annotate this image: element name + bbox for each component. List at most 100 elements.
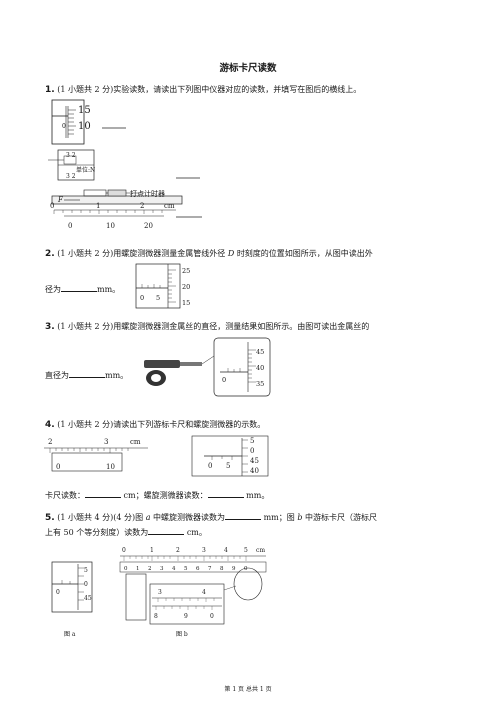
scale-label: 2 — [148, 566, 152, 572]
answer-blank[interactable] — [85, 488, 121, 498]
scale-label: 3 2 — [66, 173, 76, 180]
scale-label: 8 — [154, 613, 158, 620]
q5-fig-a-micrometer: 5 0 45 0 — [51, 561, 93, 613]
scale-label: 3 — [202, 547, 206, 554]
scale-label: 5 — [244, 547, 248, 554]
question-2: 2. (1 小题共 2 分)用螺旋测微器测量金属管线外径 D 时刻度的位置如图所… — [45, 247, 373, 261]
unit-label: cm — [256, 547, 265, 554]
scale-label: 4 — [224, 547, 228, 554]
question-text: 中螺旋测微器读数为 — [153, 513, 226, 522]
page-footer: 第 1 页 总共 1 页 — [224, 686, 272, 693]
question-5-line2: 上有 50 个等分刻度）读数为 cm。 — [45, 525, 207, 539]
scale-label: 2 — [48, 438, 52, 446]
scale-label: 0 — [124, 566, 128, 572]
scale-label: 3 — [160, 566, 164, 572]
scale-label: 0 — [62, 123, 66, 130]
scale-label: 5 — [84, 567, 88, 574]
question-text: cm。 — [186, 528, 207, 537]
scale-label: 0 — [210, 613, 214, 620]
unit-label: cm — [130, 438, 141, 446]
figure-caption: 图 a — [64, 631, 76, 638]
question-4: 4. (1 小题共 2 分)请读出下列游标卡尺和螺旋测微器的示数。 — [45, 418, 265, 432]
question-3: 3. (1 小题共 2 分)用螺旋测微器测金属丝的直径，测量结果如图所示。由图可… — [45, 320, 369, 334]
question-5: 5. (1 小题共 4 分)(4 分)图 a 中螺旋测微器读数为 mm；图 b … — [45, 510, 377, 525]
q3-micrometer-figure: 45 40 35 0 — [144, 337, 271, 397]
answer-blank[interactable] — [61, 282, 97, 292]
variable: b — [297, 513, 303, 522]
question-text: 上有 — [45, 528, 61, 537]
question-text: (1 小题共 2 分)用螺旋测微器测金属丝的直径，测量结果如图所示。由图可读出金… — [57, 322, 370, 331]
page-title: 游标卡尺读数 — [219, 63, 277, 74]
answer-blank[interactable] — [69, 368, 105, 378]
question-text: 卡尺读数： — [45, 491, 85, 500]
scale-label: 40 — [250, 467, 259, 475]
question-number: 1. — [45, 85, 55, 95]
answer-blank[interactable] — [148, 525, 185, 535]
scale-label: 45 — [256, 348, 264, 356]
question-text: mm。 — [97, 285, 121, 294]
scale-label: 0 — [122, 547, 126, 554]
scale-label: 5 — [226, 462, 230, 470]
scale-label: 15 — [182, 299, 190, 307]
question-number: 2. — [45, 249, 55, 259]
scale-label: 20 — [182, 283, 190, 291]
question-text: 时刻度的位置如图所示，从图中读出外 — [236, 249, 373, 258]
scale-label: 25 — [182, 267, 190, 275]
scale-label: 8 — [220, 566, 224, 572]
scale-label: 45 — [250, 457, 259, 465]
q1-figure: 15 10 0 3 2 3 2 单位:N 打点计时器 F 0 1 2 cm — [48, 99, 202, 230]
q4-caliper-figure: 2 3 cm 0 10 — [44, 438, 148, 472]
scale-label: 9 — [184, 613, 188, 620]
answer-blank[interactable] — [225, 510, 262, 520]
scale-label: 0 — [250, 447, 254, 455]
scale-label: 4 — [202, 589, 206, 596]
scale-label: 0 — [68, 222, 72, 230]
scale-label: 5 — [156, 294, 160, 302]
scale-label: 35 — [256, 380, 264, 388]
scale-label: 7 — [208, 566, 212, 572]
force-label: F — [57, 196, 64, 204]
variable: D — [227, 249, 235, 258]
question-text: (1 小题共 2 分)实验读数，请读出下列图中仪器对应的读数，并填写在图后的横线… — [57, 85, 362, 94]
q5-fig-b-caliper: 0 1 2 3 4 5 cm 0 1 2 3 4 5 6 7 8 9 0 — [119, 547, 267, 625]
question-number: 5. — [45, 513, 55, 523]
question-number: 4. — [45, 420, 55, 430]
question-text: cm；螺旋测微器读数： — [123, 491, 208, 500]
q4-figures: 2 3 cm 0 10 5 0 45 40 0 5 — [44, 435, 269, 477]
scale-label: 0 — [56, 463, 60, 471]
scale-label: 0 — [244, 566, 248, 572]
scale-label: 0 — [222, 376, 226, 384]
scale-label: 0 — [50, 202, 54, 210]
scale-label: 0 — [140, 294, 144, 302]
q4-micrometer-figure: 5 0 45 40 0 5 — [191, 435, 269, 477]
question-text: (1 小题共 2 分)请读出下列游标卡尺和螺旋测微器的示数。 — [57, 420, 266, 429]
scale-label: 40 — [256, 364, 264, 372]
scale-label: 4 — [172, 566, 176, 572]
variable: a — [145, 513, 151, 522]
scale-label: 3 2 — [66, 152, 76, 159]
scale-label: 3 — [104, 438, 108, 446]
question-text: 50 — [63, 528, 74, 537]
scale-label: 20 — [144, 222, 153, 230]
answer-blank[interactable] — [207, 488, 244, 498]
scale-label: 9 — [232, 566, 236, 572]
question-text: 直径为 — [45, 371, 69, 380]
unit-label: cm — [164, 202, 175, 210]
scale-label: 6 — [196, 566, 200, 572]
scale-label: 45 — [84, 595, 92, 602]
scale-label: 0 — [84, 581, 88, 588]
scale-label: 2 — [140, 202, 144, 210]
scale-label: 1 — [150, 547, 154, 554]
question-4-answer: 卡尺读数： cm；螺旋测微器读数： mm。 — [45, 488, 269, 502]
scale-label: 10 — [106, 463, 115, 471]
question-text: 个等分刻度）读数为 — [76, 528, 149, 537]
question-text: 中游标卡尺（游标尺 — [304, 513, 377, 522]
scale-label: 3 — [158, 589, 162, 596]
question-text: mm；图 — [263, 513, 295, 522]
q5-figures: 5 0 45 0 0 1 2 3 4 5 cm 0 1 2 3 4 5 6 7 … — [51, 547, 267, 638]
question-text: mm。 — [105, 371, 129, 380]
question-text: (1 小题共 4 分)(4 分)图 — [57, 513, 144, 522]
scale-label: 5 — [250, 437, 254, 445]
scale-label: 1 — [96, 202, 100, 210]
scale-label: 5 — [184, 566, 188, 572]
